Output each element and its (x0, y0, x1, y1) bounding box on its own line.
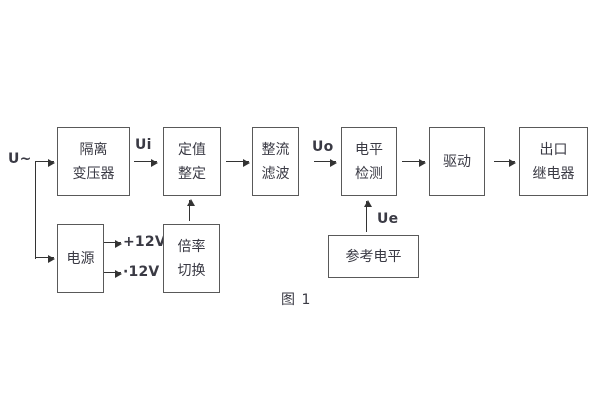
block-reference-level-line1: 参考电平 (345, 248, 402, 265)
arrow-reference-to-level (363, 200, 372, 232)
input-branch-line (35, 161, 36, 259)
arrow-power-plus12 (104, 239, 122, 248)
block-level-detection: 电平 检测 (341, 127, 397, 196)
signal-label-uo: Uo (312, 139, 334, 155)
block-power-supply-line1: 电源 (66, 250, 95, 267)
block-rectifier-filter: 整流 滤波 (252, 127, 299, 196)
power-output-minus12-label: ·12V (123, 264, 160, 280)
block-reference-level: 参考电平 (328, 235, 419, 278)
block-output-relay: 出口 继电器 (519, 127, 588, 196)
input-voltage-label: U~ (8, 151, 32, 167)
arrow-isolation-to-setting (134, 158, 158, 167)
block-ratio-switch-line2: 切换 (177, 262, 206, 279)
block-level-detection-line2: 检测 (355, 165, 383, 182)
arrow-power-minus12 (104, 269, 122, 278)
block-drive: 驱动 (429, 127, 485, 196)
block-output-relay-line1: 出口 (539, 141, 568, 158)
block-rectifier-filter-line2: 滤波 (261, 165, 290, 182)
block-drive-line1: 驱动 (443, 153, 471, 170)
arrow-setting-to-rectifier (226, 158, 250, 167)
arrow-input-to-power (35, 254, 55, 263)
block-ratio-switch: 倍率 切换 (163, 224, 220, 293)
block-isolation-transformer-line1: 隔离 (79, 141, 108, 158)
block-rectifier-filter-line1: 整流 (261, 141, 290, 158)
arrow-rectifier-to-level (314, 158, 337, 167)
block-isolation-transformer-line2: 变压器 (72, 165, 115, 182)
power-output-plus12-label: +12V (123, 234, 166, 250)
block-isolation-transformer: 隔离 变压器 (57, 127, 130, 196)
arrow-ratio-to-setting (186, 199, 195, 221)
block-setting-line1: 定值 (178, 141, 206, 158)
arrow-drive-to-relay (494, 158, 516, 167)
block-setting: 定值 整定 (163, 127, 221, 196)
signal-label-ue: Ue (377, 211, 399, 227)
block-setting-line2: 整定 (178, 165, 206, 182)
arrow-input-to-isolation (35, 158, 55, 167)
block-output-relay-line2: 继电器 (532, 165, 575, 182)
block-ratio-switch-line1: 倍率 (177, 238, 206, 255)
signal-label-ui: Ui (135, 137, 152, 153)
arrow-level-to-drive (402, 158, 426, 167)
block-power-supply: 电源 (57, 224, 104, 293)
figure-caption: 图 1 (281, 292, 312, 308)
block-level-detection-line1: 电平 (355, 141, 383, 158)
